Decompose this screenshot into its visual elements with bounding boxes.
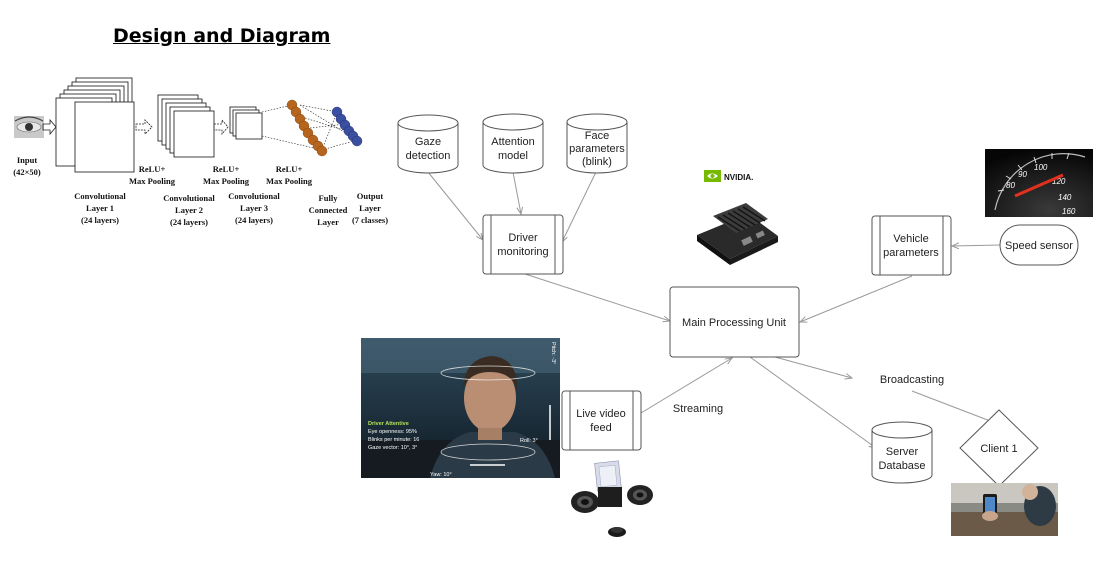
broadcasting-label: Broadcasting [880,374,944,386]
relu2-line2: Max Pooling [203,176,250,186]
photo-gaze-vector: Gaze vector: 10°, 3° [368,445,417,451]
relu3-line2: Max Pooling [266,176,313,186]
edge-broadcasting-to-client [911,390,998,424]
face-parameters-node: Face parameters (blink) [566,113,628,174]
fc-label-line2: Connected [309,205,348,215]
nvidia-logo: NVIDIA. [704,170,753,182]
pool-arrow-1 [135,119,153,135]
speedo-tick-100: 100 [1034,163,1048,172]
edge-mpu-to-broadcasting [774,356,852,378]
server-label-line1: Server [886,446,919,458]
gaze-label-line1: Gaze [415,136,441,148]
speedo-tick-120: 120 [1052,177,1066,186]
client-1-node: Client 1 [959,409,1039,487]
conv-layer-1-stack [55,77,135,173]
face-label-line3: (blink) [582,156,612,168]
live-video-feed-node: Live video feed [561,390,642,451]
speedo-tick-140: 140 [1058,193,1072,202]
fully-connected-nodes [286,99,328,157]
conv2-label-line2: Layer 2 [175,205,203,215]
input-label: Input [17,155,37,165]
attention-model-node: Attention model [482,113,544,174]
face-label-line1: Face [585,130,609,142]
edge-face-to-driver [562,171,597,242]
input-arrow [42,118,57,136]
relu3-line1: ReLU+ [276,164,303,174]
nvidia-logo-text: NVIDIA. [724,173,753,182]
edge-gaze-to-driver [427,171,483,240]
conv3-label-line2: Layer 3 [240,203,268,213]
attention-label-line1: Attention [491,136,534,148]
conv2-label-line3: (24 layers) [170,217,208,227]
conv-layer-2-stack [157,94,215,158]
live-label-line1: Live video [576,408,626,420]
driver-label-line1: Driver [508,232,538,244]
relu2-line1: ReLU+ [213,164,240,174]
fc-label-line1: Fully [319,193,339,203]
phone-user-photo [951,483,1058,536]
gaze-label-line2: detection [406,150,451,162]
edge-driver-to-mpu [521,272,670,321]
face-label-line2: parameters [569,143,625,155]
output-label-line2: Layer [359,203,381,213]
mpu-label: Main Processing Unit [682,317,786,329]
conv3-label-line1: Convolutional [228,191,280,201]
conv1-label-line3: (24 layers) [81,215,119,225]
eye-input-image [14,116,44,138]
streaming-label: Streaming [673,403,723,415]
vehicle-label-line1: Vehicle [893,233,928,245]
client-label: Client 1 [980,443,1017,455]
conv1-label-line2: Layer 1 [86,203,114,213]
main-processing-unit-node: Main Processing Unit [669,286,800,358]
output-nodes [331,106,363,147]
gaze-detection-node: Gaze detection [397,114,459,174]
speedo-tick-90: 90 [1018,170,1027,179]
page-title: Design and Diagram [113,25,331,47]
input-size-label: (42×50) [13,167,41,177]
pool-arrow-2 [213,118,229,136]
conv3-label-line3: (24 layers) [235,215,273,225]
relu1-line1: ReLU+ [139,164,166,174]
edge-live-to-mpu [640,358,732,414]
conv2-label-line1: Convolutional [163,193,215,203]
edge-mpu-to-server [749,356,876,448]
fc-label-line3: Layer [317,217,339,227]
photo-status: Driver Attentive [368,421,409,427]
speed-label: Speed sensor [1005,240,1073,252]
speed-sensor-node: Speed sensor [999,224,1079,266]
driver-monitoring-node: Driver monitoring [482,214,564,275]
speedo-tick-80: 80 [1006,181,1015,190]
conv-layer-3-stack [229,106,263,140]
speedo-tick-160: 160 [1062,207,1076,216]
fc-connections [261,104,358,151]
server-database-node: Server Database [871,421,933,484]
camera-image [571,460,653,537]
photo-blinks: Blinks per minute: 16 [368,437,419,443]
attention-label-line2: model [498,150,528,162]
output-label-line1: Output [357,191,384,201]
edge-attention-to-driver [512,171,521,214]
edges [427,171,1001,448]
speedometer-image: 80 90 100 120 140 160 [985,149,1093,217]
output-label-line3: (7 classes) [352,215,388,225]
vehicle-label-line2: parameters [883,247,939,259]
edge-vehicle-to-mpu [800,275,913,322]
photo-pitch: Pitch: -3° [550,342,556,364]
server-label-line2: Database [878,460,925,472]
driver-monitoring-photo: Driver Attentive Eye openness: 95% Blink… [361,338,560,478]
photo-yaw: Yaw: 10° [430,472,452,478]
driver-label-line2: monitoring [497,246,548,258]
conv1-label-line1: Convolutional [74,191,126,201]
relu1-line2: Max Pooling [129,176,176,186]
live-label-line2: feed [590,422,611,434]
jetson-board-image [697,203,778,265]
photo-roll: Roll: 3° [520,438,538,444]
photo-eye-openness: Eye openness: 95% [368,429,417,435]
vehicle-parameters-node: Vehicle parameters [871,215,952,276]
cnn-architecture: Input (42×50) Convolutional Layer 1 (24 … [13,77,388,227]
edge-speed-to-vehicle [952,245,1001,246]
